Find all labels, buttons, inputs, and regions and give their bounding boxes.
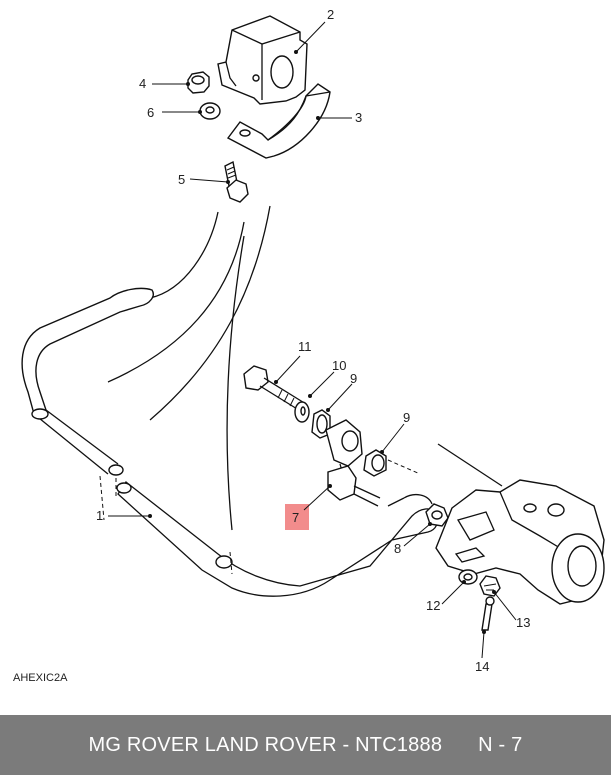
part-link-bolt [243,365,307,413]
callout-4: 4 [139,76,146,91]
callout-2: 2 [327,7,334,22]
callout-5: 5 [178,172,185,187]
callout-6: 6 [147,105,154,120]
exploded-parts-diagram: 2 3 4 6 5 1 11 10 9 9 7 8 12 13 14 [21,7,605,674]
footer-page-number: N - 7 [478,733,523,756]
part-washer-upper [199,102,221,120]
footer-title: MG ROVER LAND ROVER - NTC1888 [88,733,443,756]
callout-9-left: 9 [350,371,357,386]
callout-12: 12 [426,598,440,613]
part-lower-washer [458,569,478,585]
highlight-callout-7 [285,504,309,530]
part-link-bush-right [363,449,387,477]
part-anti-roll-bar [21,287,439,597]
callout-leaders [108,21,517,659]
callout-9-right: 9 [403,410,410,425]
footer-bar: MG ROVER LAND ROVER - NTC1888 N - 7 [0,715,611,775]
callout-3: 3 [355,110,362,125]
callout-11: 11 [298,339,312,354]
part-lower-nut [479,575,501,597]
diagram-code: AHEXIC2A [13,672,68,684]
part-bush [217,15,308,105]
chassis-guide-lines [107,205,271,531]
callout-10: 10 [332,358,346,373]
part-bolt-upper [224,160,249,203]
callout-1: 1 [96,508,103,523]
part-nut-upper [187,71,210,94]
part-split-pin [481,596,495,631]
alignment-lines [99,459,421,575]
callout-13: 13 [516,615,530,630]
part-link-washer [294,401,310,423]
callout-labels: 2 3 4 6 5 1 11 10 9 9 7 8 12 13 14 [96,7,530,674]
callout-7: 7 [292,510,299,525]
part-drop-link [325,419,381,507]
callout-14: 14 [475,659,489,674]
part-link-bush-left [311,409,331,439]
part-axle-bracket [435,443,605,605]
callout-8: 8 [394,541,401,556]
part-clamp [226,83,331,159]
